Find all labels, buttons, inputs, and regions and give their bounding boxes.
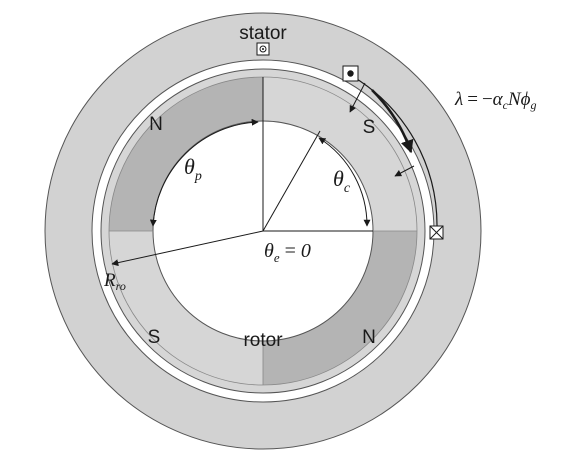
- flux-linkage-equation: λ=−αcNϕg: [454, 89, 537, 112]
- theta-e-zero-label: θe=0: [264, 240, 311, 265]
- stator-reference-icon: [256, 42, 270, 56]
- flux-direction-arrow: [371, 89, 414, 154]
- theta-c-label: θc: [333, 166, 351, 196]
- flux-line-2: [394, 165, 415, 177]
- angle-theta-e-line: [262, 130, 321, 232]
- pole-north-bottom-right-label: N: [362, 327, 376, 348]
- rotor-label: rotor: [243, 330, 283, 351]
- pole-south-top-right-label: S: [363, 117, 376, 138]
- dot-in-circle-icon: [342, 65, 359, 82]
- theta-p-arc: [149, 118, 259, 227]
- r-ro-label: Rro: [103, 270, 126, 293]
- pole-south-bottom-left-label: S: [148, 327, 161, 348]
- x-in-box-icon: [429, 225, 444, 240]
- flux-line-1: [349, 82, 366, 113]
- coil-span-arc: [351, 75, 438, 229]
- radius-r-ro-arrow: [111, 230, 264, 267]
- pole-north-top-left-label: N: [149, 114, 163, 135]
- stator-label: stator: [239, 23, 287, 44]
- theta-c-arc: [318, 137, 371, 227]
- theta-p-label: θp: [184, 154, 202, 184]
